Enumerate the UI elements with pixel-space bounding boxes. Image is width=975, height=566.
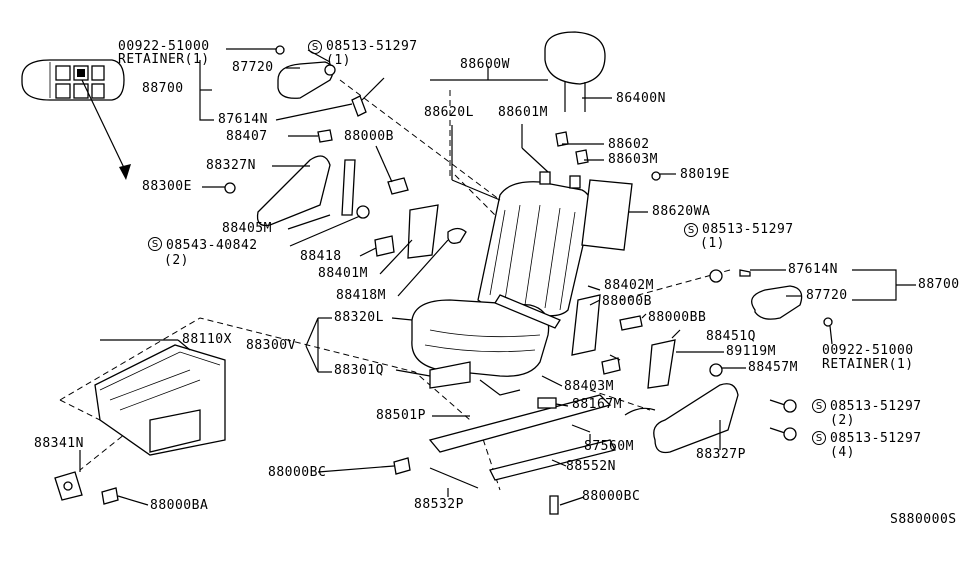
standard-part-badge-low2: S: [812, 431, 826, 445]
part-label-88110x: 88110X: [182, 332, 232, 347]
part-label-88402m: 88402M: [604, 278, 654, 293]
fasteners-drawing: [101, 45, 833, 515]
part-label-08543-40842: 08543-40842: [166, 238, 258, 253]
part-label-88000b-mid: 88000B: [602, 294, 652, 309]
part-label-88341n: 88341N: [34, 436, 84, 451]
part-label-retainer-top: RETAINER(1): [118, 52, 210, 67]
part-label-08513-51297-top: 08513-51297: [326, 39, 418, 54]
part-label-88000bc-bottom: 88000BC: [582, 489, 641, 504]
part-label-88601m: 88601M: [498, 105, 548, 120]
part-label-00922-51000-top: 00922-51000: [118, 39, 210, 54]
part-label-88407: 88407: [226, 129, 268, 144]
part-label-86400n: 86400N: [616, 91, 666, 106]
part-label-88000bc-left: 88000BC: [268, 465, 327, 480]
part-label-qty-4-low: (4): [830, 445, 855, 460]
part-label-88000bb: 88000BB: [648, 310, 707, 325]
bracket-drawing: [54, 471, 83, 501]
part-label-00922-51000-right: 00922-51000: [822, 343, 914, 358]
vehicle-locator-icon: [21, 59, 131, 180]
part-label-08513-51297-right: 08513-51297: [702, 222, 794, 237]
part-label-88167m: 88167M: [572, 397, 622, 412]
leader-lines: [79, 48, 916, 506]
seat-back-drawing: [477, 171, 633, 317]
part-label-88501p: 88501P: [376, 408, 426, 423]
part-label-88019e: 88019E: [680, 167, 730, 182]
part-label-88418m: 88418M: [336, 288, 386, 303]
seat-cushion-drawing: [411, 294, 561, 377]
standard-part-badge-right: S: [684, 223, 698, 237]
part-label-08513-51297-low2: 08513-51297: [830, 431, 922, 446]
armrest-left-drawing: [277, 61, 336, 99]
part-label-88000b-top: 88000B: [344, 129, 394, 144]
part-label-88301q: 88301Q: [334, 363, 384, 378]
part-label-88700-top: 88700: [142, 81, 184, 96]
part-label-88620wa: 88620WA: [652, 204, 711, 219]
standard-part-badge-low1: S: [812, 399, 826, 413]
part-label-88457m: 88457M: [748, 360, 798, 375]
part-label-88603m: 88603M: [608, 152, 658, 167]
side-trim-right-drawing: [624, 383, 739, 454]
standard-part-badge-top: S: [308, 40, 322, 54]
armrest-right-drawing: [751, 285, 803, 320]
seat-rails-drawing: [428, 361, 616, 481]
part-label-retainer-right: RETAINER(1): [822, 357, 914, 372]
part-label-88602: 88602: [608, 137, 650, 152]
part-label-87720-top: 87720: [232, 60, 274, 75]
part-label-88700-right: 88700: [918, 277, 960, 292]
part-label-88300v: 88300V: [246, 338, 296, 353]
seat-base-frame-drawing: [94, 344, 226, 456]
part-label-88405m: 88405M: [222, 221, 272, 236]
part-label-qty-1-right: (1): [700, 236, 725, 251]
part-label-88600w: 88600W: [460, 57, 510, 72]
headrest-drawing: [544, 31, 606, 112]
part-label-88403m: 88403M: [564, 379, 614, 394]
part-label-88327p: 88327P: [696, 447, 746, 462]
part-label-88000ba: 88000BA: [150, 498, 209, 513]
part-label-87720-right: 87720: [806, 288, 848, 303]
part-label-88300e: 88300E: [142, 179, 192, 194]
diagram-reference-code: S880000S: [890, 512, 957, 527]
part-label-88552n: 88552N: [566, 459, 616, 474]
part-label-88401m: 88401M: [318, 266, 368, 281]
part-label-88532p: 88532P: [414, 497, 464, 512]
part-label-88620l: 88620L: [424, 105, 474, 120]
part-label-88418: 88418: [300, 249, 342, 264]
part-label-88451q: 88451Q: [706, 329, 756, 344]
part-label-87614n-right: 87614N: [788, 262, 838, 277]
part-label-88320l: 88320L: [334, 310, 384, 325]
part-label-88327n: 88327N: [206, 158, 256, 173]
part-label-89119m: 89119M: [726, 344, 776, 359]
standard-part-badge-left: S: [148, 237, 162, 251]
part-label-87614n-top: 87614N: [218, 112, 268, 127]
part-label-qty-2-left: (2): [164, 253, 189, 268]
part-label-qty-2-low: (2): [830, 413, 855, 428]
part-label-87560m: 87560M: [584, 439, 634, 454]
recliner-plates-drawing: [374, 204, 676, 389]
part-label-08513-51297-low1: 08513-51297: [830, 399, 922, 414]
side-trim-left-drawing: [256, 155, 356, 227]
part-label-qty-1-top: (1): [326, 53, 351, 68]
